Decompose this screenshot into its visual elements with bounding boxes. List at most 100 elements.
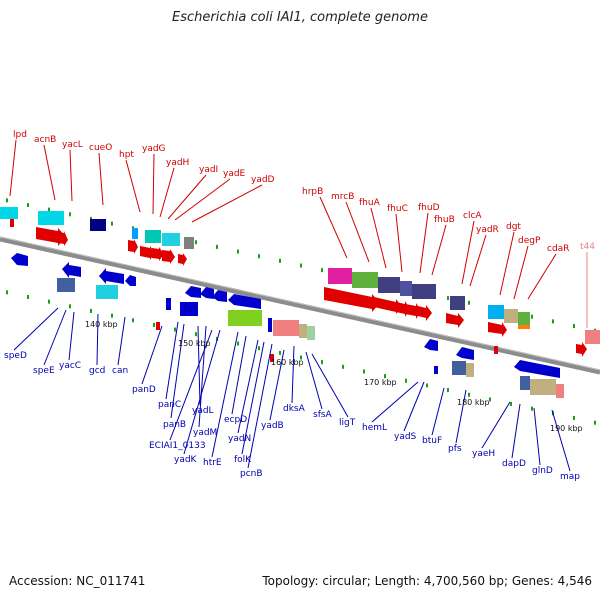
gene-label[interactable]: dapD — [502, 459, 526, 469]
gene-label[interactable]: fhuB — [434, 215, 455, 225]
gene-arrow-forward — [140, 246, 155, 260]
gene-label[interactable]: folK — [234, 455, 252, 465]
leader-line — [169, 329, 213, 441]
tick-mark — [363, 369, 365, 374]
gene-label[interactable]: yadN — [228, 434, 251, 444]
gene-label[interactable]: speE — [33, 366, 55, 376]
tick-mark — [153, 322, 155, 327]
gene-label[interactable]: acnB — [34, 135, 56, 145]
tick-mark — [6, 290, 8, 295]
tick-mark — [468, 300, 470, 305]
gene-arrow-reverse — [456, 347, 474, 360]
gene-label[interactable]: yadD — [251, 175, 275, 185]
leader-line — [311, 353, 349, 418]
feature-blocks-bottom — [57, 278, 564, 398]
gene-label[interactable]: yadR — [476, 225, 499, 235]
leader-line — [68, 311, 75, 361]
gene-label[interactable]: ECIAI1_0133 — [149, 441, 206, 451]
gene-label[interactable]: gcd — [89, 366, 105, 376]
gene-label[interactable]: hemL — [362, 423, 387, 433]
gene-label[interactable]: sfsA — [313, 410, 333, 420]
gene-arrow-forward — [128, 239, 138, 254]
tick-mark — [111, 313, 113, 318]
kbp-scale: 140 kbp 150 kbp 160 kbp 170 kbp 180 kbp … — [85, 320, 583, 433]
gene-label[interactable]: yaeH — [472, 449, 495, 459]
gene-label[interactable]: ecpD — [224, 415, 247, 425]
gene-arrow-forward — [446, 313, 464, 328]
gene-label[interactable]: fhuC — [387, 204, 408, 214]
gene-label[interactable]: ligT — [339, 418, 356, 428]
gene-arrow-reverse — [185, 286, 201, 298]
leader-line — [431, 387, 445, 436]
gene-label[interactable]: yadS — [394, 432, 417, 442]
leader-line — [499, 231, 515, 296]
kbp-label: 160 kbp — [271, 358, 304, 367]
gene-label[interactable]: panC — [158, 400, 181, 410]
gene-label[interactable]: lpd — [13, 130, 27, 140]
gene-label[interactable]: panD — [132, 385, 156, 395]
leader-line — [159, 167, 175, 218]
gene-label[interactable]: panB — [163, 420, 186, 430]
leader-line — [165, 321, 179, 400]
gene-label[interactable]: btuF — [422, 436, 442, 446]
leader-line — [9, 139, 17, 197]
leader-line — [269, 349, 285, 421]
leader-line — [183, 329, 221, 455]
feature-block — [328, 268, 352, 284]
gene-label[interactable]: fhuD — [418, 203, 440, 213]
gene-label[interactable]: fhuA — [359, 198, 381, 208]
tick-mark — [132, 318, 134, 323]
gene-label[interactable]: yadG — [142, 144, 166, 154]
gene-label[interactable]: yacC — [59, 361, 81, 371]
gene-label[interactable]: hpt — [119, 150, 134, 160]
gene-label[interactable]: yadL — [192, 406, 214, 416]
gene-label[interactable]: yadH — [166, 158, 189, 168]
feature-block — [352, 272, 378, 288]
feature-block — [273, 320, 299, 336]
gene-label[interactable]: pcnB — [240, 469, 263, 479]
feature-block — [412, 284, 436, 299]
gene-label[interactable]: dksA — [283, 404, 306, 414]
tick-mark — [384, 374, 386, 379]
tick-mark — [258, 254, 260, 259]
gene-label[interactable]: yacL — [62, 140, 83, 150]
leader-line — [345, 201, 370, 263]
gene-label[interactable]: hrpB — [302, 187, 323, 197]
gene-label[interactable]: clcA — [463, 211, 482, 221]
gene-label[interactable]: htrE — [203, 458, 222, 468]
leader-line — [125, 159, 141, 213]
feature-block — [466, 363, 474, 377]
gene-label[interactable]: cdaR — [547, 244, 569, 254]
gene-arrow-reverse — [200, 287, 214, 299]
leader-line — [174, 178, 231, 221]
gene-arrow-forward — [59, 231, 68, 246]
gene-label[interactable]: speD — [4, 351, 27, 361]
gene-label[interactable]: t44 — [580, 242, 595, 252]
gene-label[interactable]: degP — [518, 236, 541, 246]
gene-label[interactable]: yadK — [174, 455, 198, 465]
kbp-label: 170 kbp — [364, 378, 397, 387]
gene-label[interactable]: yadE — [223, 169, 246, 179]
tick-mark — [573, 324, 575, 329]
gene-label[interactable]: cueO — [89, 143, 112, 153]
gene-label[interactable]: glnD — [532, 466, 553, 476]
gene-label[interactable]: yadM — [193, 428, 217, 438]
gene-label[interactable]: yadI — [199, 165, 218, 175]
tick-mark — [216, 244, 218, 249]
gene-label[interactable]: can — [112, 366, 128, 376]
gene-label[interactable]: pfs — [448, 444, 462, 454]
leader-line — [371, 381, 419, 423]
feature-block — [530, 379, 556, 395]
gene-label[interactable]: map — [560, 472, 580, 482]
tick-mark — [594, 420, 596, 425]
kbp-label: 190 kbp — [550, 424, 583, 433]
tick-mark — [573, 416, 575, 421]
leader-line — [237, 339, 259, 434]
leader-line — [469, 234, 487, 287]
gene-label[interactable]: mrcB — [331, 192, 354, 202]
feature-block — [452, 361, 466, 375]
gene-label[interactable]: yadB — [261, 421, 284, 431]
label-leader-lines — [9, 139, 588, 472]
gene-label[interactable]: dgt — [506, 222, 521, 232]
